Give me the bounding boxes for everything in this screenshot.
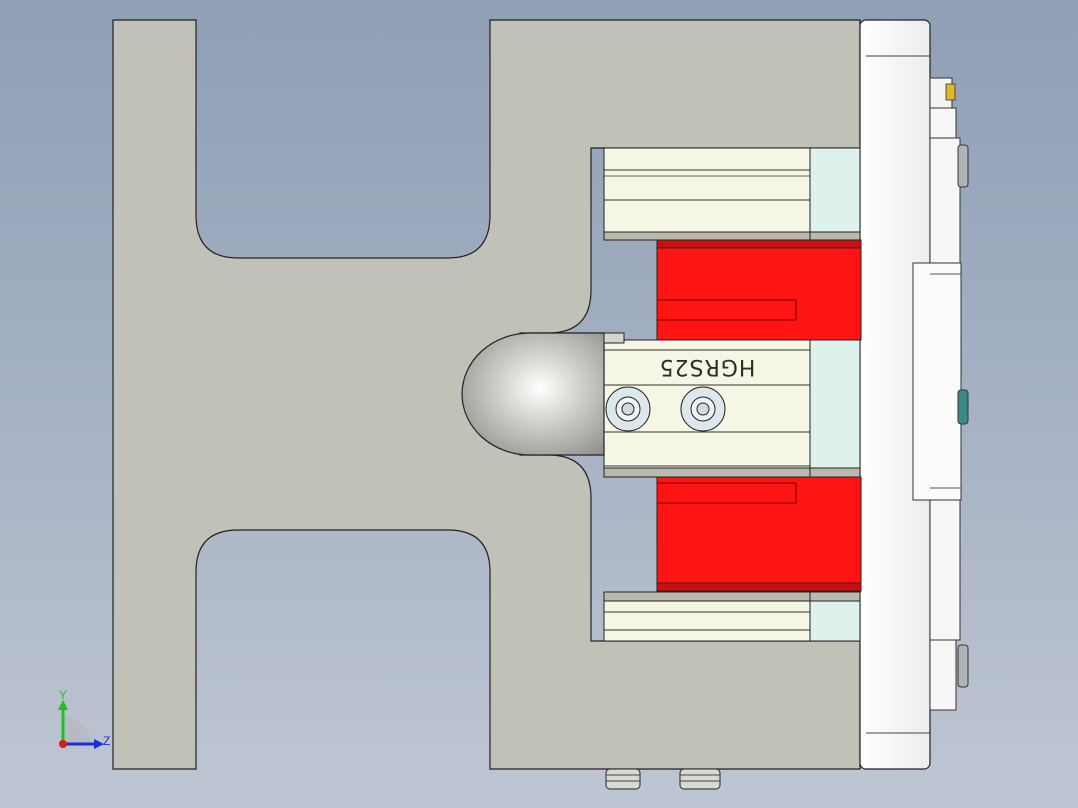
rail-middle[interactable]: HGRS25: [603, 339, 861, 478]
mounting-plate[interactable]: [859, 19, 969, 770]
screw-head-left[interactable]: [605, 386, 651, 432]
bottom-screw-left[interactable]: [605, 768, 641, 790]
rail-lower[interactable]: [603, 591, 861, 642]
z-arrowhead-icon: [94, 739, 104, 749]
slider-carriage-lower[interactable]: [656, 476, 862, 592]
piston-dome[interactable]: [461, 332, 625, 456]
y-axis-label: Y: [59, 688, 67, 702]
slider-carriage-upper[interactable]: [656, 239, 862, 341]
screw-head-right[interactable]: [680, 386, 726, 432]
part-label-engraving: HGRS25: [659, 354, 756, 379]
x-axis-dot-icon: [59, 740, 67, 748]
z-axis-label: Z: [103, 734, 110, 748]
axis-triad: Y Z: [58, 688, 110, 749]
y-arrowhead-icon: [58, 700, 68, 710]
triad-quadrant: [63, 716, 91, 744]
bottom-screw-right[interactable]: [679, 768, 721, 790]
rail-upper[interactable]: [603, 147, 861, 241]
